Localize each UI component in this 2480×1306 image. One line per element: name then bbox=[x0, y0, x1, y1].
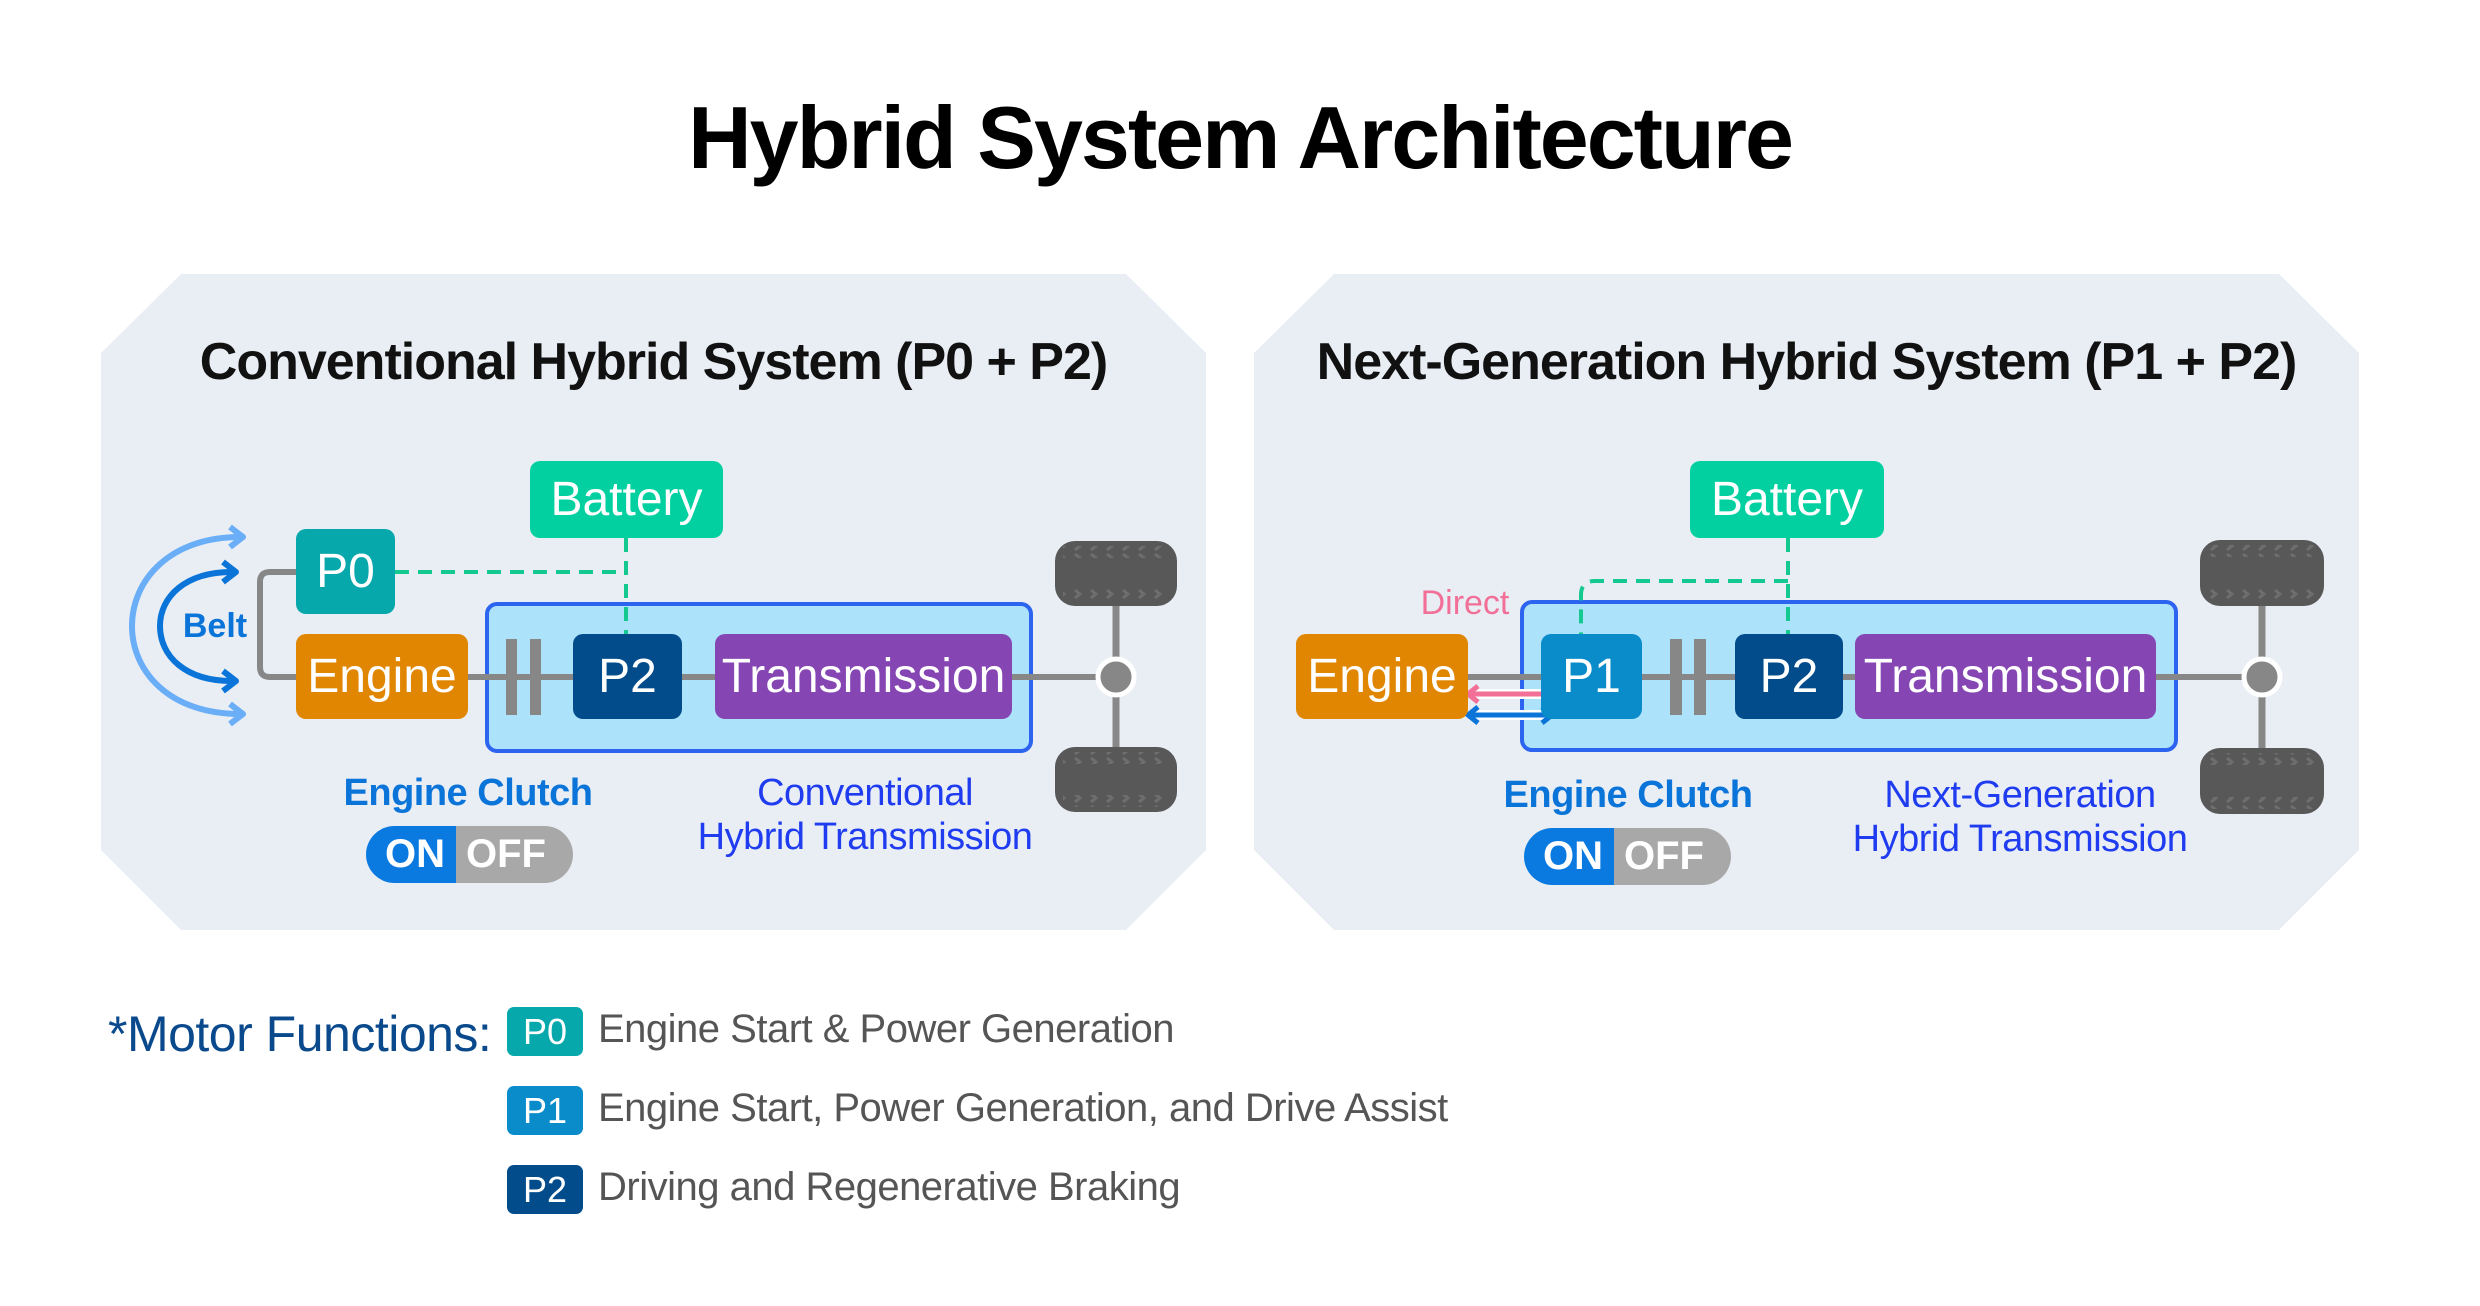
conventional-panel-title: Conventional Hybrid System (P0 + P2) bbox=[199, 333, 1108, 391]
legend-text-p0: Engine Start & Power Generation bbox=[598, 1007, 1174, 1051]
caption-line-2: Hybrid Transmission bbox=[697, 815, 1033, 858]
conventional-transmission-box: Transmission bbox=[715, 634, 1012, 719]
caption-line-2: Hybrid Transmission bbox=[1852, 817, 2188, 860]
toggle-off-label: OFF bbox=[456, 826, 573, 883]
next-generation-p2-motor-box: P2 bbox=[1735, 634, 1843, 719]
next-generation-system-panel: Next-Generation Hybrid System (P1 + P2) bbox=[1254, 274, 2359, 930]
legend-badge-p0: P0 bbox=[507, 1007, 583, 1056]
next-generation-battery-box: Battery bbox=[1690, 461, 1884, 538]
conventional-transmission-caption: Conventional Hybrid Transmission bbox=[680, 772, 1050, 859]
legend-text-p1: Engine Start, Power Generation, and Driv… bbox=[598, 1086, 1448, 1130]
conventional-engine-clutch-toggle: ON OFF bbox=[366, 826, 573, 883]
next-generation-transmission-box: Transmission bbox=[1855, 634, 2156, 719]
conventional-engine-clutch-label: Engine Clutch bbox=[343, 772, 593, 814]
direct-label: Direct bbox=[1420, 584, 1510, 622]
next-generation-engine-clutch-toggle: ON OFF bbox=[1524, 828, 1731, 885]
caption-line-1: Conventional bbox=[757, 772, 973, 814]
toggle-off-label: OFF bbox=[1614, 828, 1731, 885]
p0-motor-box: P0 bbox=[296, 529, 395, 614]
p1-motor-box: P1 bbox=[1541, 634, 1642, 719]
conventional-p2-motor-box: P2 bbox=[573, 634, 682, 719]
next-generation-panel-title: Next-Generation Hybrid System (P1 + P2) bbox=[1316, 333, 2297, 391]
caption-line-1: Next-Generation bbox=[1884, 774, 2156, 816]
next-generation-engine-box: Engine bbox=[1296, 634, 1468, 719]
conventional-engine-box: Engine bbox=[296, 634, 468, 719]
legend-text-p2: Driving and Regenerative Braking bbox=[598, 1165, 1181, 1209]
belt-label: Belt bbox=[182, 607, 248, 645]
next-generation-transmission-caption: Next-Generation Hybrid Transmission bbox=[1830, 774, 2210, 861]
toggle-on-label: ON bbox=[366, 826, 456, 883]
legend-badge-p1: P1 bbox=[507, 1086, 583, 1135]
conventional-battery-box: Battery bbox=[530, 461, 723, 538]
legend-badge-p2: P2 bbox=[507, 1165, 583, 1214]
toggle-on-label: ON bbox=[1524, 828, 1614, 885]
legend-title: *Motor Functions: bbox=[108, 1006, 492, 1062]
page-title: Hybrid System Architecture bbox=[688, 88, 1794, 187]
next-generation-engine-clutch-label: Engine Clutch bbox=[1503, 774, 1753, 816]
